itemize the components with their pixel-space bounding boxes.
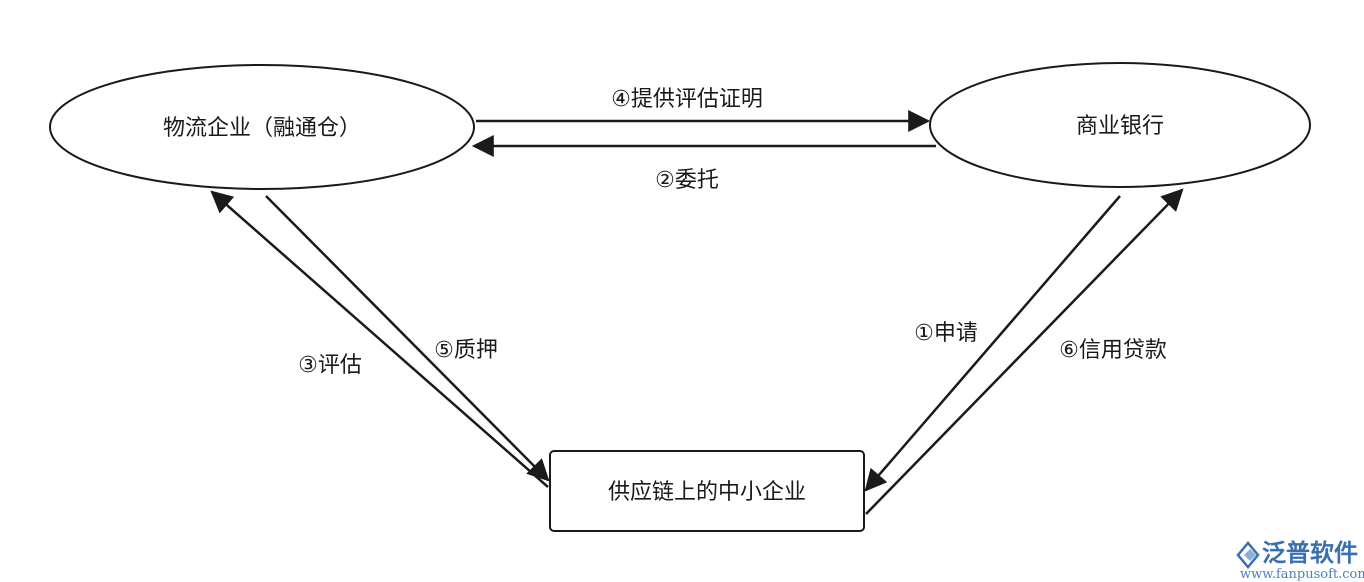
node-logistics-label: 物流企业（融通仓） — [163, 116, 361, 141]
edge-label-apply: ①申请 — [914, 321, 978, 346]
edge-evaluate — [210, 190, 549, 488]
node-logistics: 物流企业（融通仓） — [49, 64, 475, 190]
watermark-brand: 泛普软件 — [1262, 539, 1358, 567]
fanpu-logo-icon — [1236, 541, 1260, 569]
node-sme: 供应链上的中小企业 — [549, 450, 865, 532]
watermark: 泛普软件 www.fanpusoft.com — [1236, 539, 1364, 582]
edge-label-evaluate: ③评估 — [298, 353, 362, 378]
edge-pledge — [265, 195, 550, 482]
edge-label-credit-loan: ⑥信用贷款 — [1059, 338, 1167, 363]
edge-label-provide-evaluation-certificate: ④提供评估证明 — [611, 87, 763, 112]
edge-apply — [864, 195, 1121, 492]
node-bank-label: 商业银行 — [1076, 114, 1164, 139]
edge-label-pledge: ⑤质押 — [434, 338, 498, 363]
watermark-url: www.fanpusoft.com — [1240, 567, 1364, 582]
edge-label-entrust: ②委托 — [655, 168, 719, 193]
node-bank: 商业银行 — [929, 62, 1311, 188]
edge-credit-loan — [865, 188, 1184, 515]
node-sme-label: 供应链上的中小企业 — [608, 480, 806, 505]
